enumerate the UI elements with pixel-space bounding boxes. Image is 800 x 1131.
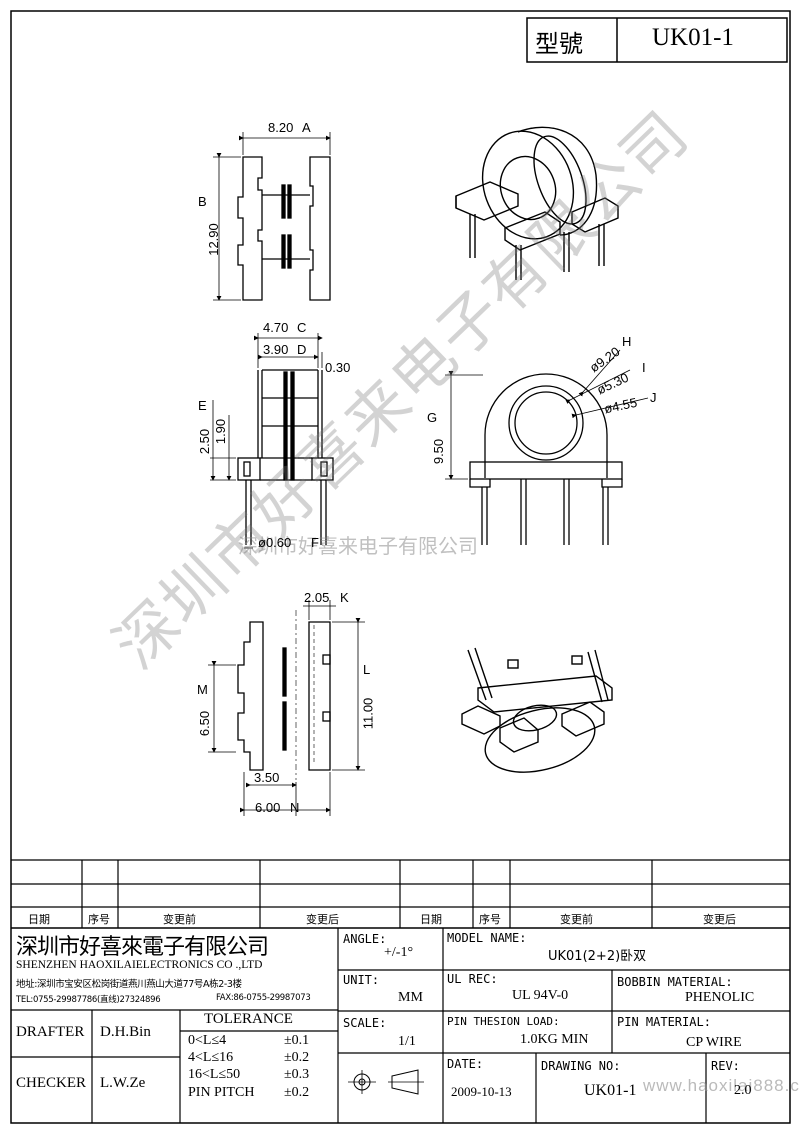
company-name-en: SHENZHEN HAOXILAIELECTRONICS CO .,LTD <box>16 959 263 971</box>
bobbin-material-label: BOBBIN MATERIAL: <box>617 975 733 989</box>
dim-f-letter: F <box>311 535 319 550</box>
view-iso-top <box>455 126 619 280</box>
dim-thickness-value: 0.30 <box>325 360 351 375</box>
checker-value: L.W.Ze <box>100 1075 146 1091</box>
drafter-value: D.H.Bin <box>100 1024 151 1040</box>
dim-i-letter: I <box>642 360 646 375</box>
header-box <box>526 17 788 63</box>
dim-k-value: 2.05 <box>304 590 330 605</box>
dim-b-letter: B <box>198 194 207 209</box>
dim-a-letter: A <box>302 120 311 135</box>
rev-header-no-2: 序号 <box>479 913 501 926</box>
dim-m-letter: M <box>197 682 208 697</box>
dim-e-value: 2.50 <box>197 428 213 455</box>
scale-label: SCALE: <box>343 1016 387 1030</box>
model-label: 型號 <box>535 30 583 58</box>
company-name-cn: 深圳市好喜來電子有限公司 <box>16 935 269 960</box>
company-address: 地址:深圳市宝安区松岗街道燕川燕山大道77号A栋2-3楼 <box>16 979 242 990</box>
dim-e2-value: 1.90 <box>213 418 229 445</box>
company-fax: FAX:86-0755-29987073 <box>216 993 311 1003</box>
scale-value: 1/1 <box>398 1034 416 1049</box>
dim-d-letter: D <box>297 342 307 357</box>
drawing-no-label: DRAWING NO: <box>541 1059 621 1073</box>
rev-header-after-2: 变更后 <box>703 913 736 926</box>
tolerance-value-3: ±0.3 <box>284 1067 310 1082</box>
view-side-3 <box>208 600 365 816</box>
dim-n-letter: N <box>290 800 300 815</box>
dim-d-value: 3.90 <box>263 342 289 357</box>
angle-value: +/-1° <box>384 945 414 960</box>
drawing-no-value: UK01-1 <box>584 1082 637 1099</box>
watermark-secondary: 深圳市好喜来电子有限公司 <box>238 534 478 558</box>
dim-c-letter: C <box>297 320 307 335</box>
tolerance-value-2: ±0.2 <box>284 1050 310 1065</box>
dim-e-letter: E <box>198 398 207 413</box>
tolerance-range-2: 4<L≤16 <box>188 1050 234 1065</box>
rev-header-date-2: 日期 <box>420 913 442 926</box>
tolerance-value-4: ±0.2 <box>284 1085 310 1100</box>
dim-n-value: 6.00 <box>255 800 281 815</box>
dim-n1-value: 3.50 <box>254 770 280 785</box>
drawing-frame <box>10 10 791 1124</box>
tolerance-range-3: 16<L≤50 <box>188 1067 241 1082</box>
ul-rec-label: UL REC: <box>447 972 498 986</box>
rev-value: 2.0 <box>734 1083 752 1098</box>
dim-l-value: 11.00 <box>360 697 376 730</box>
date-label: DATE: <box>447 1057 484 1071</box>
checker-label: CHECKER <box>16 1075 87 1091</box>
dim-a-value: 8.20 <box>268 120 294 135</box>
dim-f-value: ø0.60 <box>258 535 292 550</box>
title-block-grid <box>11 859 790 1123</box>
model-number: UK01-1 <box>652 24 734 51</box>
pin-tension-value: 1.0KG MIN <box>520 1032 589 1047</box>
rev-header-after-1: 变更后 <box>306 913 339 926</box>
pin-tension-label: PIN THESION LOAD: <box>447 1015 560 1028</box>
bobbin-material-value: PHENOLIC <box>685 990 755 1005</box>
rev-header-before-2: 变更前 <box>560 913 593 926</box>
tolerance-value-1: ±0.1 <box>284 1033 310 1048</box>
dim-k-letter: K <box>340 590 349 605</box>
rev-label: REV: <box>711 1059 740 1073</box>
watermark-url: www.haoxilai888.com <box>643 1076 800 1095</box>
dim-h-letter: H <box>622 334 632 349</box>
rev-header-before-1: 变更前 <box>163 913 196 926</box>
dim-l-letter: L <box>363 662 371 677</box>
dim-b-value: 12.90 <box>205 223 221 256</box>
dim-c-value: 4.70 <box>263 320 289 335</box>
pin-material-label: PIN MATERIAL: <box>617 1015 711 1029</box>
view-side-1 <box>213 132 331 301</box>
view-front-round <box>445 349 649 545</box>
tolerance-range-4: PIN PITCH <box>188 1085 255 1100</box>
tolerance-range-1: 0<L≤4 <box>188 1033 227 1048</box>
unit-label: UNIT: <box>343 973 380 987</box>
unit-value: MM <box>398 990 423 1005</box>
rev-header-no-1: 序号 <box>88 913 110 926</box>
angle-label: ANGLE: <box>343 932 387 946</box>
company-tel: TEL:0755-29987786(直线)27324896 <box>16 995 161 1005</box>
dim-g-letter: G <box>427 410 438 425</box>
dim-j-letter: J <box>650 390 657 405</box>
view-side-2 <box>210 333 334 549</box>
tolerance-label: TOLERANCE <box>204 1011 293 1027</box>
model-name-value: UK01(2+2)卧双 <box>548 949 647 964</box>
dim-g-value: 9.50 <box>431 438 447 465</box>
date-value: 2009-10-13 <box>451 1084 512 1099</box>
rev-header-date-1: 日期 <box>28 913 50 926</box>
model-name-label: MODEL NAME: <box>447 931 527 945</box>
ul-rec-value: UL 94V-0 <box>512 988 569 1003</box>
view-iso-bottom <box>461 647 613 773</box>
drafter-label: DRAFTER <box>16 1024 85 1040</box>
pin-material-value: CP WIRE <box>686 1035 742 1050</box>
dim-m-value: 6.50 <box>197 710 213 737</box>
